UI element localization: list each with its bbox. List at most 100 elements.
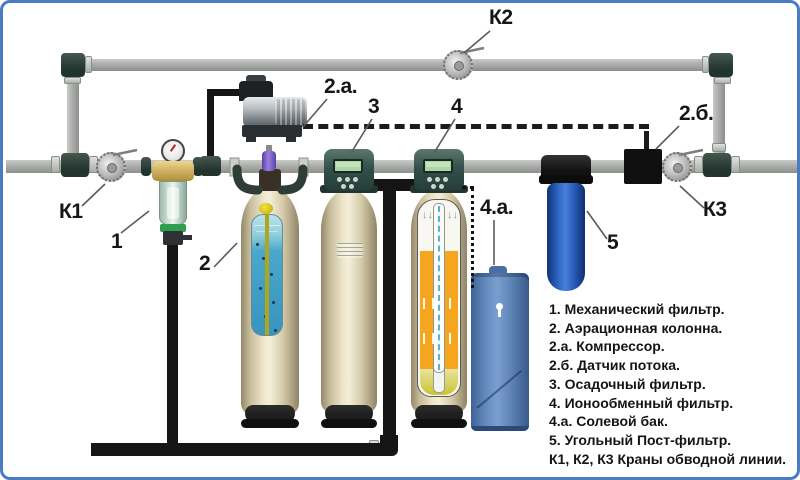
coupling <box>714 77 731 84</box>
legend-item: 2.а. Компрессор. <box>549 338 665 355</box>
leader-1 <box>120 210 150 234</box>
aeration-center-tube <box>265 209 269 335</box>
aeration-yellow-cap <box>259 203 273 214</box>
filter1-drain-pipe <box>167 243 178 447</box>
legend-item: 4.а. Солевой бак. <box>549 413 668 430</box>
leader-5 <box>586 210 608 240</box>
valve-k3-icon <box>662 152 692 182</box>
legend-item: 1. Механический фильтр. <box>549 301 725 317</box>
leader-k2 <box>463 30 491 54</box>
air-line-dashed-drop <box>644 131 649 151</box>
legend-item: 5. Угольный Пост-фильтр. <box>549 431 732 448</box>
drain-pipe-horizontal <box>91 443 383 456</box>
bypass-pipe-top <box>75 59 719 71</box>
flow-mark <box>423 298 434 309</box>
air-line-dashed <box>303 124 649 129</box>
air-bubbles <box>256 243 259 246</box>
callout-k2: К2 <box>489 6 513 29</box>
salt-tank-body <box>471 273 529 431</box>
compressor-base <box>242 125 302 137</box>
compressor-foot <box>246 136 256 142</box>
tee-left <box>61 153 89 177</box>
coupling <box>64 77 81 84</box>
tank-base-lip <box>411 419 467 428</box>
filter1-valve-handle <box>183 235 192 240</box>
flow-sensor <box>624 149 662 184</box>
coupling <box>712 143 726 152</box>
callout-2: 2 <box>199 252 211 275</box>
backwash-tee <box>365 179 419 191</box>
callout-2b: 2.б. <box>679 102 714 125</box>
salt-tank-keyhole-icon <box>496 303 503 310</box>
flow-mark <box>449 333 460 344</box>
coupling <box>731 156 740 173</box>
upflow-dashed-arrow <box>438 206 440 370</box>
tank-base-lip <box>241 419 299 428</box>
compressor-body <box>243 97 307 127</box>
coupling <box>51 156 60 173</box>
legend-item: 3. Осадочный фильтр. <box>549 375 706 392</box>
valve-k2-icon <box>443 50 473 80</box>
legend-item: 2.б. Датчик потока. <box>549 357 680 374</box>
compressor-tee <box>200 156 221 176</box>
tee-right <box>703 153 731 177</box>
salt-tank-cap <box>489 266 507 277</box>
bypass-riser-right <box>713 61 725 169</box>
flow-mark <box>449 298 460 309</box>
lcd-display-icon <box>333 159 363 173</box>
compressor-cap <box>246 75 266 83</box>
tank-label-sticker <box>337 243 363 258</box>
post-filter-cap-brim <box>539 175 593 184</box>
filter1-fitting-right <box>193 157 203 176</box>
legend-item: 4. Ионообменный фильтр. <box>549 394 734 411</box>
callout-3: 3 <box>368 95 380 118</box>
filter1-cartridge <box>167 187 179 219</box>
tank-base-lip <box>321 419 377 428</box>
leader-2 <box>213 242 238 268</box>
air-vent-valve <box>262 151 276 171</box>
callout-k3: К3 <box>703 198 727 221</box>
bypass-riser-left <box>67 61 79 169</box>
callout-1: 1 <box>111 230 123 253</box>
elbow-top-left <box>61 53 85 77</box>
brine-line-dotted-h <box>462 186 474 189</box>
callout-k1: К1 <box>59 200 83 223</box>
elbow-top-right <box>709 53 733 77</box>
aeration-head-fitting <box>259 169 281 191</box>
sediment-filter-tank <box>321 189 377 413</box>
down-arrow-icon: ↓↓ <box>422 209 433 221</box>
valve-k1-icon <box>96 152 126 182</box>
control-buttons-icon <box>337 177 342 182</box>
salt-tank-bottom-edge <box>471 426 529 431</box>
post-filter-body <box>547 183 585 291</box>
coupling <box>85 56 92 73</box>
legend: 1. Механический фильтр. 2. Аэрационная к… <box>549 300 797 468</box>
coupling <box>702 56 709 73</box>
drain-elbow <box>380 435 398 456</box>
compressor-foot <box>286 136 296 142</box>
brine-line-dotted-v <box>471 188 474 288</box>
salt-tank-keyhole-stem <box>498 309 501 317</box>
vent-knob <box>266 145 272 153</box>
lcd-display-icon <box>423 159 453 173</box>
control-buttons-icon <box>427 177 432 182</box>
compressor-ridges <box>275 99 305 125</box>
callout-4a: 4.а. <box>480 196 514 219</box>
filter1-fitting-left <box>141 157 151 176</box>
leader-2b <box>655 125 680 150</box>
callout-5: 5 <box>607 231 619 254</box>
filter1-brass-head <box>152 161 194 181</box>
callout-2a: 2.а. <box>324 75 358 98</box>
pressure-gauge-icon <box>161 139 185 163</box>
callout-4: 4 <box>451 95 463 118</box>
flow-mark <box>423 333 434 344</box>
filter1-flush-valve <box>163 231 183 245</box>
compressor-head <box>239 81 273 101</box>
down-arrow-icon: ↓↓ <box>447 209 458 221</box>
compressor-air-line-h <box>207 89 251 96</box>
leader-k1 <box>81 183 106 207</box>
backwash-drain-vertical <box>383 191 396 439</box>
legend-item: 2. Аэрационная колонна. <box>549 319 723 336</box>
filter1-green-ring <box>160 224 186 232</box>
